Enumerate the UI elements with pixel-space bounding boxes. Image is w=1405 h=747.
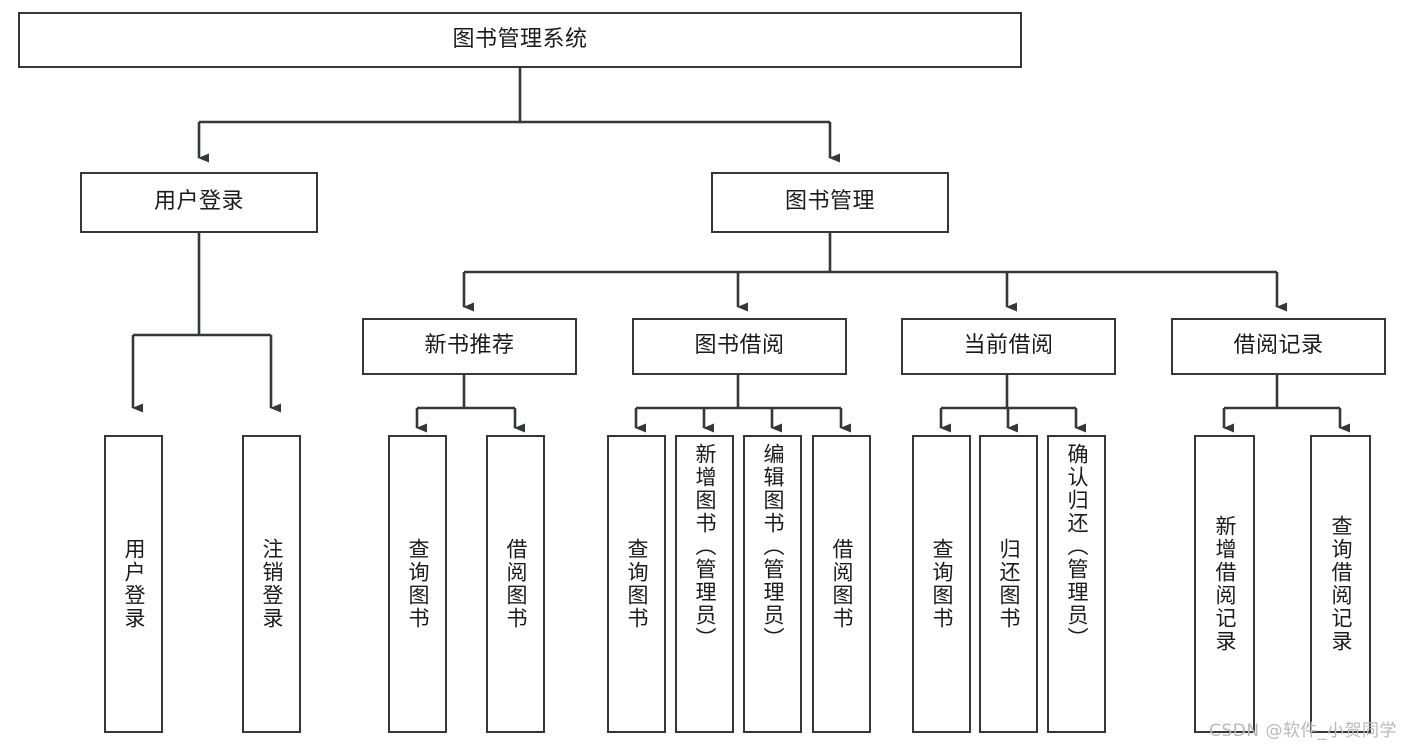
node-leaf-query-book-borrow[interactable]: 查询图书 xyxy=(607,435,666,733)
node-leaf-return-book[interactable]: 归还图书 xyxy=(979,435,1038,733)
node-leaf-borrow-book-newbook[interactable]: 借阅图书 xyxy=(486,435,545,733)
node-leaf-borrow-book-borrow-label: 借阅图书 xyxy=(829,538,854,630)
node-leaf-confirm-return-admin-label: 确认归还（管理员） xyxy=(1064,443,1089,650)
node-leaf-edit-book-admin-label: 编辑图书（管理员） xyxy=(760,443,785,650)
node-book-borrow[interactable]: 图书借阅 xyxy=(632,318,847,375)
node-leaf-query-book-newbook-label: 查询图书 xyxy=(405,538,430,630)
node-current-borrow-label: 当前借阅 xyxy=(963,333,1054,359)
node-leaf-borrow-book-newbook-label: 借阅图书 xyxy=(503,538,528,630)
node-root-label: 图书管理系统 xyxy=(452,26,588,52)
node-leaf-logout[interactable]: 注销登录 xyxy=(242,435,301,733)
node-user-login-label: 用户登录 xyxy=(153,189,244,215)
node-new-book-recommend[interactable]: 新书推荐 xyxy=(362,318,577,375)
node-leaf-query-borrow-record[interactable]: 查询借阅记录 xyxy=(1310,435,1371,733)
node-leaf-add-borrow-record[interactable]: 新增借阅记录 xyxy=(1194,435,1255,733)
node-book-borrow-label: 图书借阅 xyxy=(694,333,785,359)
node-leaf-query-book-newbook[interactable]: 查询图书 xyxy=(388,435,447,733)
node-user-login[interactable]: 用户登录 xyxy=(80,172,318,233)
node-current-borrow[interactable]: 当前借阅 xyxy=(901,318,1116,375)
node-book-management[interactable]: 图书管理 xyxy=(711,172,949,233)
node-leaf-query-book-borrow-label: 查询图书 xyxy=(624,538,649,630)
node-borrow-record[interactable]: 借阅记录 xyxy=(1171,318,1386,375)
node-borrow-record-label: 借阅记录 xyxy=(1233,333,1324,359)
node-leaf-logout-label: 注销登录 xyxy=(259,538,284,630)
node-new-book-recommend-label: 新书推荐 xyxy=(424,333,515,359)
node-leaf-query-book-current-label: 查询图书 xyxy=(929,538,954,630)
node-root-book-management-system[interactable]: 图书管理系统 xyxy=(18,12,1022,68)
node-leaf-add-book-admin-label: 新增图书（管理员） xyxy=(692,443,717,650)
node-book-management-label: 图书管理 xyxy=(784,189,875,215)
node-leaf-borrow-book-borrow[interactable]: 借阅图书 xyxy=(812,435,871,733)
node-leaf-add-book-admin[interactable]: 新增图书（管理员） xyxy=(675,435,734,733)
node-leaf-user-login[interactable]: 用户登录 xyxy=(104,435,163,733)
node-leaf-return-book-label: 归还图书 xyxy=(996,538,1021,630)
node-leaf-confirm-return-admin[interactable]: 确认归还（管理员） xyxy=(1047,435,1106,733)
node-leaf-query-book-current[interactable]: 查询图书 xyxy=(912,435,971,733)
node-leaf-query-borrow-record-label: 查询借阅记录 xyxy=(1328,515,1353,653)
node-leaf-user-login-label: 用户登录 xyxy=(121,538,146,630)
node-leaf-add-borrow-record-label: 新增借阅记录 xyxy=(1212,515,1237,653)
node-leaf-edit-book-admin[interactable]: 编辑图书（管理员） xyxy=(743,435,802,733)
